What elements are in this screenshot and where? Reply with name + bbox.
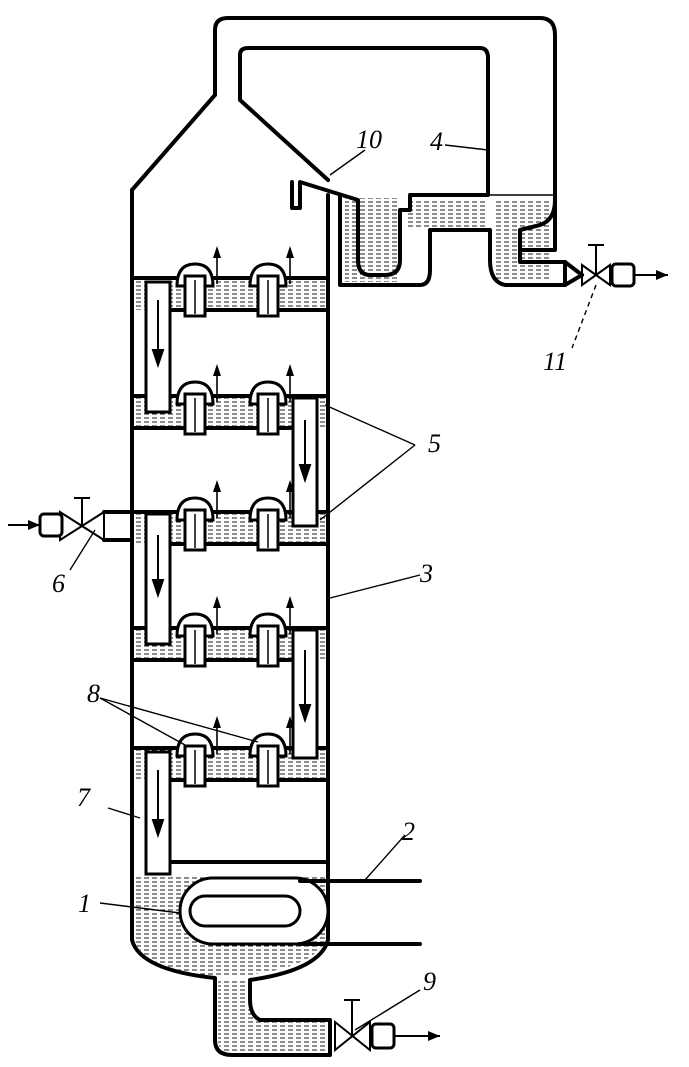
label-9: 9 bbox=[423, 967, 436, 996]
bubble-cap bbox=[175, 716, 221, 788]
heating-coil bbox=[178, 876, 422, 946]
bottom-outlet-valve bbox=[334, 989, 440, 1053]
bubble-cap bbox=[248, 480, 294, 552]
label-11: 11 bbox=[543, 347, 567, 376]
label-5: 5 bbox=[428, 429, 441, 458]
feed-inlet-valve bbox=[8, 497, 134, 571]
bubble-cap bbox=[175, 364, 221, 436]
bubble-cap bbox=[175, 480, 221, 552]
label-1: 1 bbox=[78, 889, 91, 918]
label-3: 3 bbox=[419, 559, 433, 588]
label-7: 7 bbox=[77, 783, 91, 812]
bubble-caps bbox=[175, 246, 294, 788]
label-2: 2 bbox=[402, 817, 415, 846]
top-outlet-valve bbox=[563, 244, 668, 349]
bubble-cap bbox=[248, 246, 294, 318]
label-6: 6 bbox=[52, 569, 65, 598]
downcomers bbox=[144, 280, 319, 876]
bubble-cap bbox=[175, 246, 221, 318]
label-10: 10 bbox=[356, 125, 382, 154]
label-8: 8 bbox=[87, 679, 100, 708]
bubble-cap bbox=[248, 364, 294, 436]
separator-vessel bbox=[338, 193, 567, 287]
bubble-cap bbox=[248, 716, 294, 788]
bubble-cap bbox=[248, 596, 294, 668]
leader-lines bbox=[99, 144, 489, 914]
bubble-cap bbox=[175, 596, 221, 668]
label-4: 4 bbox=[430, 127, 443, 156]
labels: 1 2 3 4 5 6 7 8 9 10 11 bbox=[52, 125, 567, 996]
